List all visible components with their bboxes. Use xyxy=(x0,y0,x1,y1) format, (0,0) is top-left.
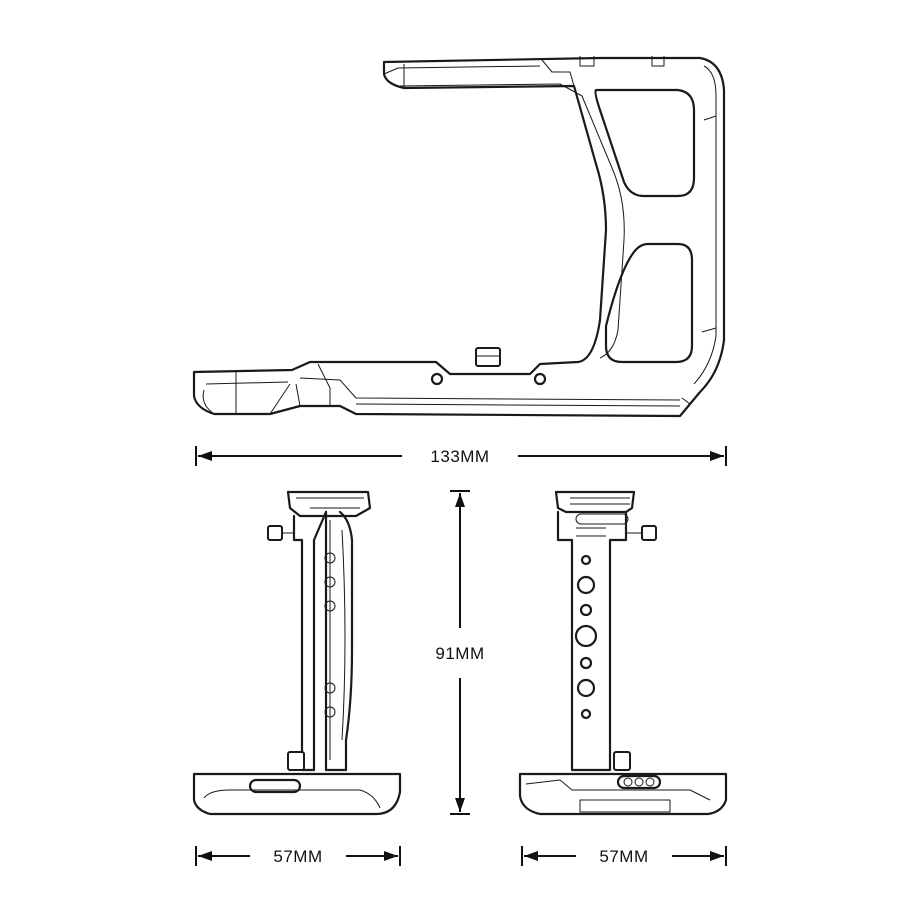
dimension-height: 91MM xyxy=(435,490,484,815)
dimension-label-height: 91MM xyxy=(435,644,484,663)
side-view-right xyxy=(518,490,728,816)
dimension-label-depth-right: 57MM xyxy=(599,847,648,866)
dimension-depth-right: 57MM xyxy=(521,846,727,866)
dimension-label-width: 133MM xyxy=(430,447,489,466)
side-view-left xyxy=(192,490,402,816)
top-view-cage xyxy=(192,56,726,418)
dimension-label-depth-left: 57MM xyxy=(273,847,322,866)
dimension-width-top: 133MM xyxy=(195,446,727,466)
dimension-depth-left: 57MM xyxy=(195,846,401,866)
